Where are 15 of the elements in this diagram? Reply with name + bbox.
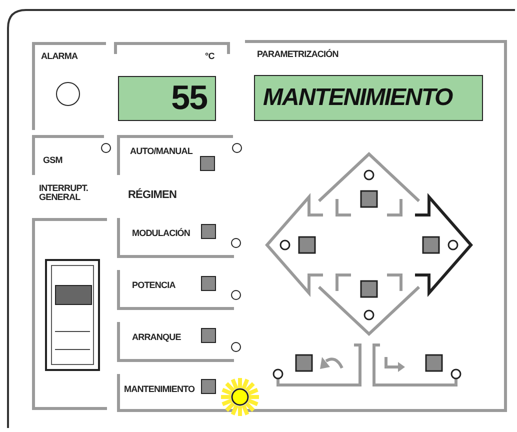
panel-label: AUTO/MANUAL (130, 146, 192, 156)
panel-label: MODULACIÓN (132, 228, 190, 238)
panel-frame (117, 42, 227, 122)
panel-frame (32, 42, 106, 130)
panel-label: GSM (43, 155, 62, 165)
switch-label: INTERRUPT. GENERAL (39, 184, 90, 202)
section-label: RÉGIMEN (128, 189, 177, 201)
panel-label: MANTENIMIENTO (124, 384, 195, 394)
lcd-display: 55 (118, 76, 216, 121)
panel-label: ARRANQUE (132, 332, 181, 342)
lcd-display: MANTENIMIENTO (254, 75, 483, 121)
panel-label: POTENCIA (132, 280, 176, 290)
panel-label: PARAMETRIZACIÓN (257, 49, 338, 59)
panel-label: ALARMA (41, 51, 78, 61)
panel-label: °C (205, 51, 214, 61)
